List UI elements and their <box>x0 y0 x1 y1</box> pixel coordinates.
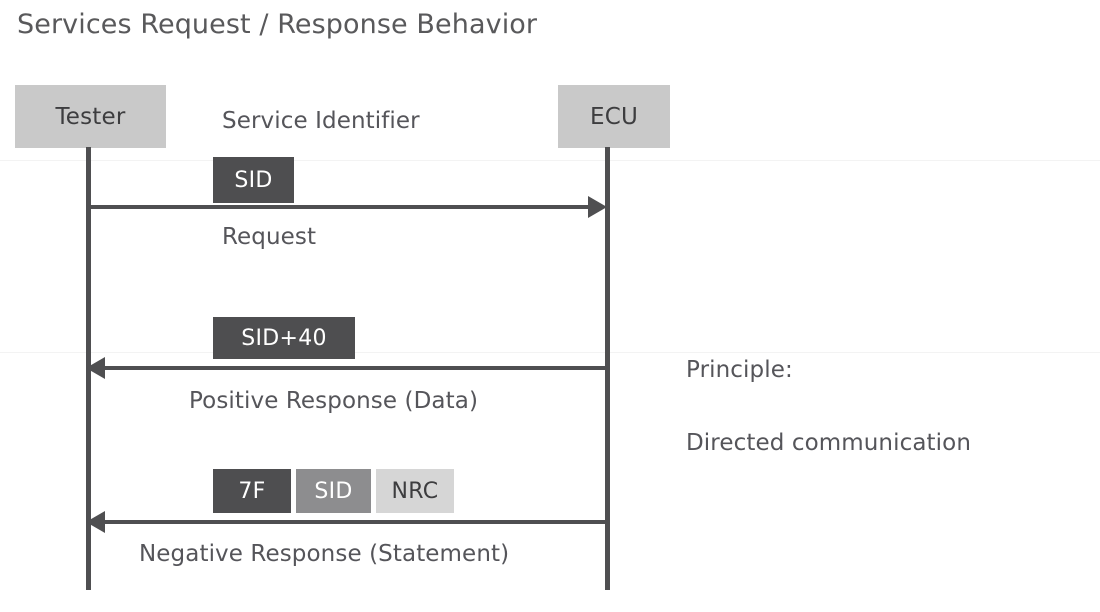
pdu-byte-negative-sid-label: SID <box>314 478 353 504</box>
arrowhead-right-icon <box>588 196 607 218</box>
participant-tester-label: Tester <box>55 103 126 130</box>
participant-ecu-label: ECU <box>589 103 639 130</box>
message-arrow-negative-response <box>88 520 607 524</box>
message-label-request: Request <box>222 224 317 250</box>
pdu-byte-sid: SID <box>213 157 294 203</box>
message-arrow-request <box>88 205 603 209</box>
arrowhead-left-icon <box>86 357 105 379</box>
pdu-byte-nrc: NRC <box>376 469 454 513</box>
pdu-byte-negative-sid: SID <box>296 469 371 513</box>
service-identifier-header: Service Identifier <box>222 108 420 134</box>
scan-artifact <box>0 352 1100 353</box>
pdu-byte-sid-label: SID <box>234 167 273 193</box>
pdu-byte-7f-label: 7F <box>238 478 266 504</box>
message-label-negative-response: Negative Response (Statement) <box>139 541 510 567</box>
pdu-byte-7f: 7F <box>213 469 291 513</box>
principle-heading: Principle: <box>686 357 793 383</box>
principle-text: Directed communication <box>686 430 971 456</box>
arrowhead-left-icon <box>86 511 105 533</box>
scan-artifact <box>0 160 1100 161</box>
participant-tester: Tester <box>15 85 166 148</box>
message-label-positive-response: Positive Response (Data) <box>189 388 479 414</box>
pdu-byte-sid-plus-40-label: SID+40 <box>241 325 327 351</box>
message-arrow-positive-response <box>88 366 607 370</box>
pdu-byte-nrc-label: NRC <box>391 478 439 504</box>
lifeline-ecu <box>605 147 610 590</box>
pdu-byte-sid-plus-40: SID+40 <box>213 317 355 359</box>
participant-ecu: ECU <box>558 85 670 148</box>
page-title: Services Request / Response Behavior <box>17 9 538 40</box>
